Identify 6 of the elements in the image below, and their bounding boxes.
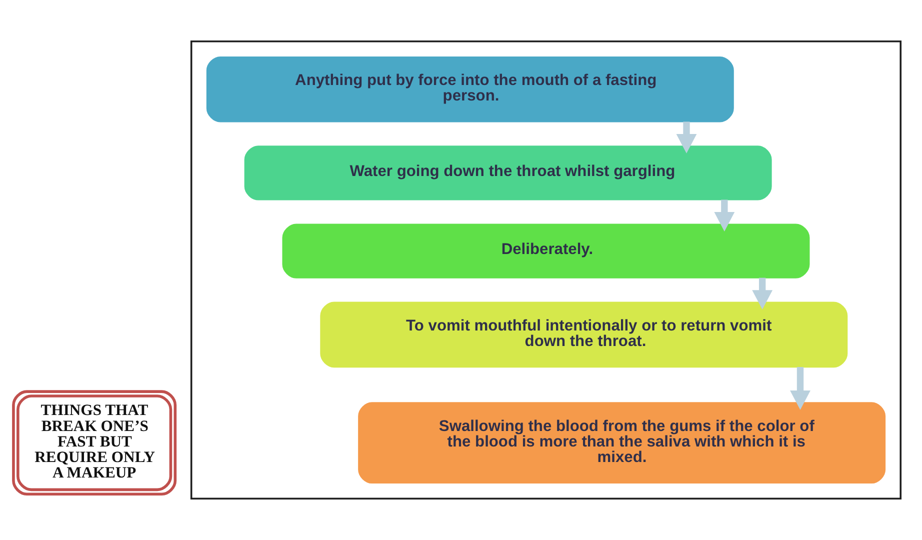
cluster	[190, 40, 901, 500]
arrow	[676, 122, 696, 154]
arrow	[714, 200, 734, 232]
arrow	[790, 367, 810, 410]
arrow	[752, 278, 772, 310]
node-box: THINGS THAT BREAK ONE’S FAST BUT REQUIRE ONLY A MAKEUP	[12, 390, 176, 496]
